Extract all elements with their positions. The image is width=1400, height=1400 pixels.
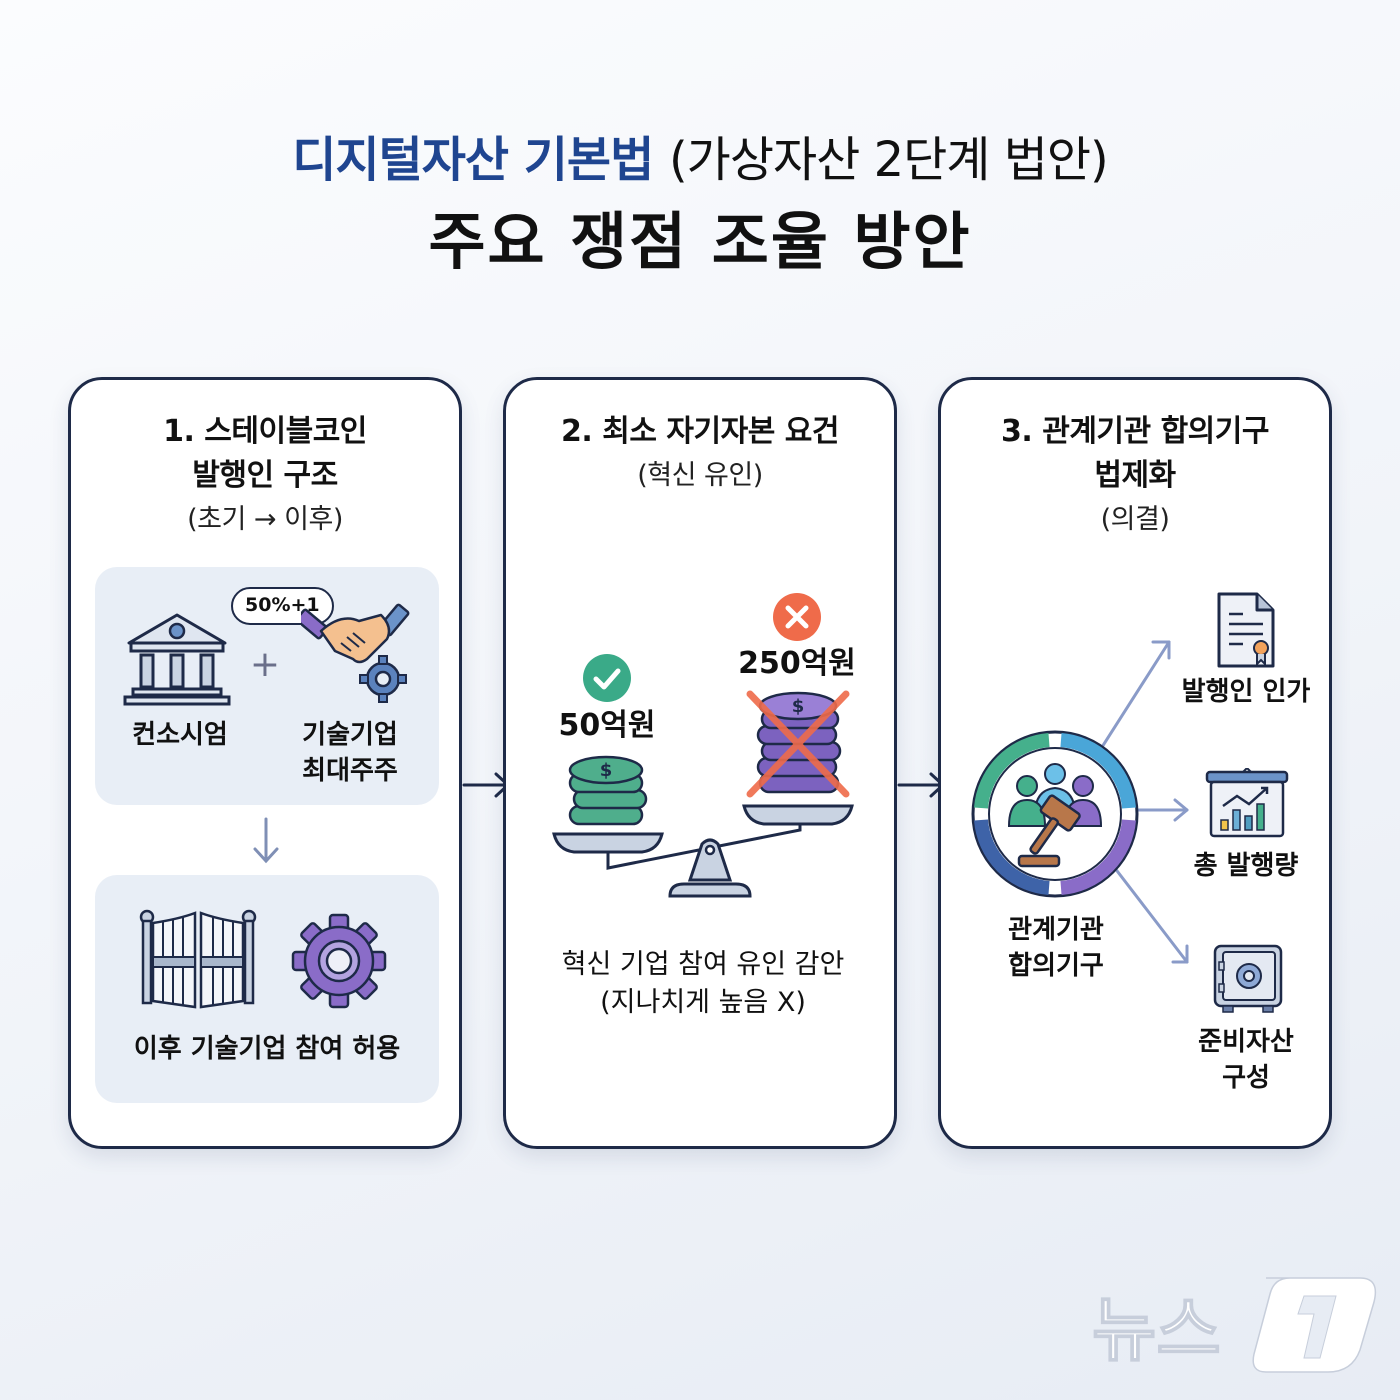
approved-amount: 50억원 bbox=[558, 708, 656, 743]
subtitle: 주요 쟁점 조율 방안 bbox=[428, 205, 972, 278]
gear-icon bbox=[289, 911, 389, 1011]
output-label-issuer-license: 발행인 인가 bbox=[1181, 677, 1311, 707]
card-subtitle: (초기 → 이후) bbox=[187, 504, 343, 535]
consortium-label: 컨소시엄 bbox=[132, 720, 228, 750]
chart-board-icon bbox=[1205, 768, 1289, 840]
initial-structure-panel: 50%+1 + 컨소시엄 기술기업 최대주주 bbox=[95, 567, 439, 805]
handshake-gear-icon bbox=[301, 593, 411, 705]
capital-caption-line1: 혁신 기업 참여 유인 감안 bbox=[561, 949, 845, 980]
card-agency-council: 3. 관계기관 합의기구 법제화 (의결) bbox=[938, 377, 1332, 1149]
svg-text:$: $ bbox=[792, 696, 805, 717]
capital-caption: 혁신 기업 참여 유인 감안 (지나치게 높음 X) bbox=[506, 946, 900, 1022]
hub-label-line2: 합의기구 bbox=[1008, 951, 1104, 981]
title-paren: (가상자산 2단계 법안) bbox=[668, 132, 1109, 188]
svg-text:$: $ bbox=[600, 760, 613, 781]
card-title: 1. 스테이블코인 발행인 구조 (초기 → 이후) bbox=[71, 410, 459, 542]
main-title: 디지털자산 기본법 (가상자산 2단계 법안) bbox=[0, 125, 1400, 195]
card-title: 3. 관계기관 합의기구 법제화 (의결) bbox=[941, 410, 1329, 542]
hub-label-line1: 관계기관 bbox=[1008, 915, 1104, 945]
output-label-reserve-assets-line2: 구성 bbox=[1222, 1063, 1270, 1093]
later-structure-label: 이후 기술기업 참여 허용 bbox=[133, 1034, 401, 1064]
card-title: 2. 최소 자기자본 요건 (혁신 유인) bbox=[506, 410, 894, 498]
certificate-document-icon bbox=[1215, 590, 1277, 670]
cross-icon bbox=[772, 592, 822, 642]
balance-scale-icon bbox=[550, 800, 868, 900]
card-title-line1: 2. 최소 자기자본 요건 bbox=[561, 414, 839, 449]
header: 디지털자산 기본법 (가상자산 2단계 법안) 주요 쟁점 조율 방안 bbox=[0, 125, 1400, 287]
later-structure-panel: 이후 기술기업 참여 허용 bbox=[95, 875, 439, 1103]
title-accent: 디지털자산 기본법 bbox=[292, 132, 654, 188]
check-icon bbox=[582, 653, 632, 703]
committee-gavel-icon bbox=[969, 728, 1141, 900]
green-coin-stack-icon: $ bbox=[566, 754, 650, 830]
output-label-reserve-assets-line1: 준비자산 bbox=[1198, 1027, 1294, 1057]
news1-watermark-logo: 뉴스 bbox=[1090, 1268, 1380, 1378]
card-title-line2: 법제화 bbox=[1094, 458, 1176, 493]
card-title-line2: 발행인 구조 bbox=[192, 458, 338, 493]
card-title-line1: 3. 관계기관 합의기구 bbox=[1001, 414, 1269, 449]
card-subtitle: (혁신 유인) bbox=[637, 460, 763, 491]
hub-label: 관계기관 합의기구 bbox=[971, 912, 1141, 984]
majority-badge: 50%+1 bbox=[231, 587, 334, 625]
tech-company-label-line2: 최대주주 bbox=[302, 756, 398, 786]
tech-company-label-line1: 기술기업 bbox=[302, 720, 398, 750]
output-label-total-issuance: 총 발행량 bbox=[1193, 851, 1299, 881]
open-gate-icon bbox=[139, 909, 257, 1009]
card-title-line1: 1. 스테이블코인 bbox=[163, 414, 367, 449]
rejected-amount: 250억원 bbox=[738, 646, 856, 681]
bank-icon bbox=[123, 611, 231, 707]
card-issuer-structure: 1. 스테이블코인 발행인 구조 (초기 → 이후) 50%+1 + bbox=[68, 377, 462, 1149]
plus-sign: + bbox=[249, 644, 281, 685]
output-label-reserve-assets: 준비자산 구성 bbox=[1161, 1024, 1331, 1096]
safe-icon bbox=[1213, 944, 1283, 1016]
card-subtitle: (의결) bbox=[1100, 504, 1170, 535]
card-minimum-capital: 2. 최소 자기자본 요건 (혁신 유인) 50억원 $ 250억원 bbox=[503, 377, 897, 1149]
down-arrow-icon bbox=[251, 817, 281, 865]
tech-company-label: 기술기업 최대주주 bbox=[275, 717, 425, 789]
purple-coin-stack-icon: $ bbox=[746, 688, 850, 800]
capital-caption-line2: (지나치게 높음 X) bbox=[600, 987, 806, 1018]
watermark-text: 뉴스 bbox=[1092, 1289, 1221, 1371]
